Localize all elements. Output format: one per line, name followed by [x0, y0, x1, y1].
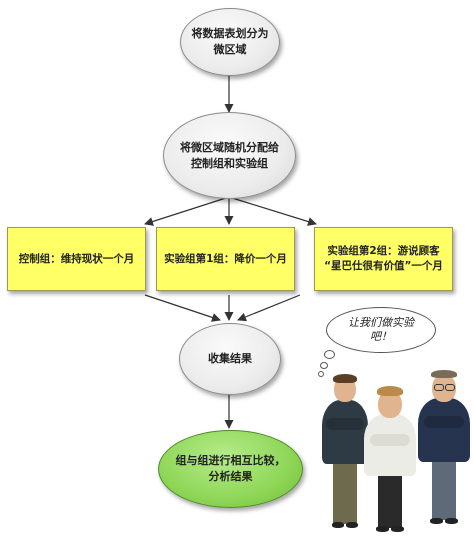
node-collect-results: 收集结果: [179, 323, 281, 395]
thought-bubble-puff-medium: [320, 362, 328, 369]
node-start-label: 将数据表划分为 微区域: [191, 27, 269, 56]
arrow-exp2-to-collect: [237, 294, 301, 322]
thought-bubble: 让我们做实验 吧！: [326, 307, 436, 353]
person-left-figure: [320, 374, 370, 538]
node-start: 将数据表划分为 微区域: [180, 8, 280, 76]
arrow-randomize-to-exp2: [228, 196, 317, 226]
thought-bubble-text: 让我们做实验 吧！: [348, 316, 414, 343]
person-right-figure: [416, 370, 472, 530]
node-experiment-group-2: 实验组第2组：游说顾客 “星巴仕很有价值”一个月: [314, 227, 453, 291]
node-control-group-label: 控制组：维持现状一个月: [18, 252, 135, 265]
arrow-randomize-to-control: [144, 196, 230, 226]
node-control-group: 控制组：维持现状一个月: [7, 227, 146, 291]
node-randomize: 将微区域随机分配给 控制组和实验组: [163, 112, 296, 199]
node-collect-results-label: 收集结果: [208, 352, 252, 365]
thought-bubble-puff-large: [324, 350, 335, 359]
person-middle-figure: [362, 386, 418, 538]
node-compare-analyze-label: 组与组进行相互比较， 分析结果: [175, 454, 286, 483]
arrow-control-to-collect: [144, 294, 221, 322]
node-compare-analyze: 组与组进行相互比较， 分析结果: [158, 430, 303, 508]
node-experiment-group-2-label: 实验组第2组：游说顾客 “星巴仕很有价值”一个月: [324, 245, 443, 272]
node-experiment-group-1-label: 实验组第1组：降价一个月: [164, 252, 287, 265]
node-randomize-label: 将微区域随机分配给 控制组和实验组: [180, 140, 279, 170]
node-experiment-group-1: 实验组第1组：降价一个月: [156, 227, 295, 291]
thought-bubble-puff-small: [318, 371, 324, 377]
three-men-group-icon: [318, 368, 474, 538]
